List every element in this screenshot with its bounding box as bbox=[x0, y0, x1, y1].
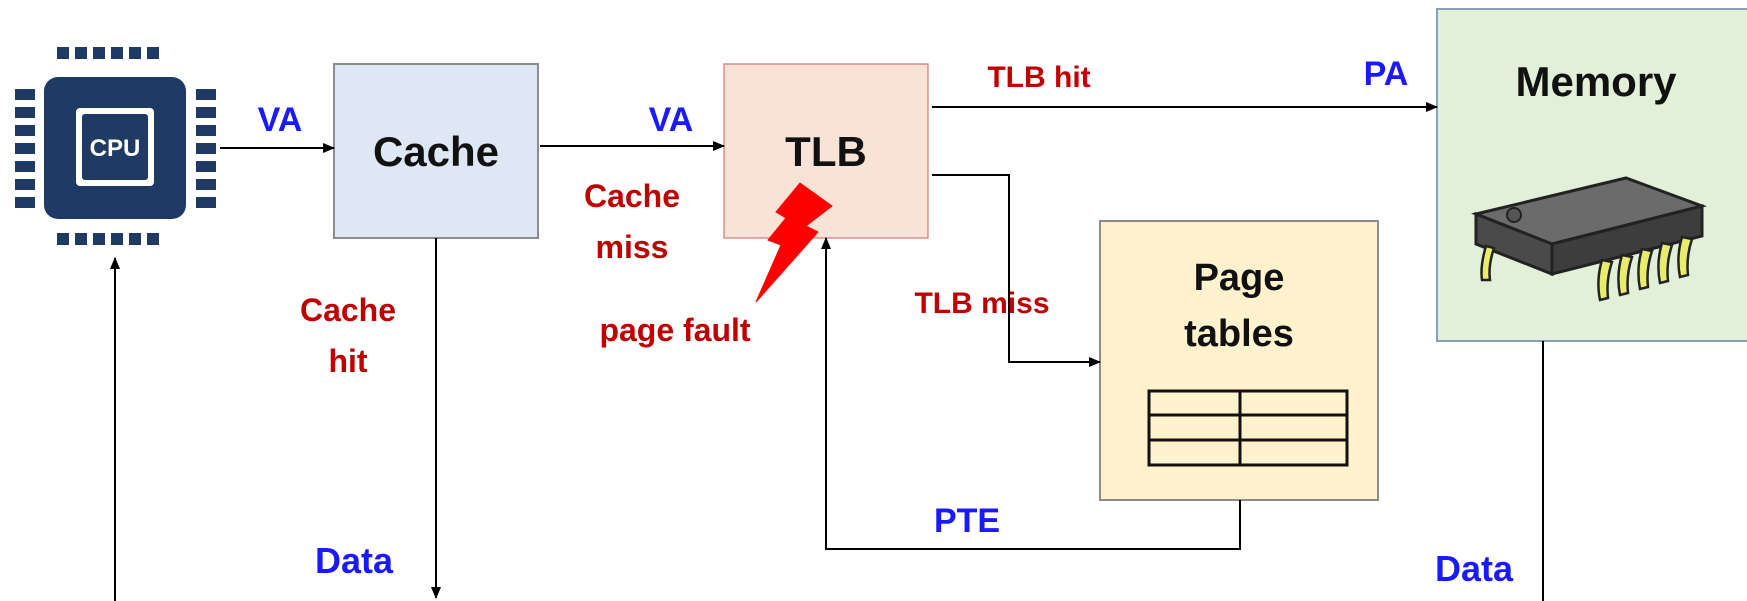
memory-box bbox=[1436, 8, 1747, 342]
tlb-miss-label: TLB miss bbox=[914, 287, 1049, 320]
arrow-page-tables-to-tlb bbox=[821, 237, 1241, 550]
page-fault-label: page fault bbox=[599, 312, 750, 348]
memory-label: Memory bbox=[1515, 58, 1677, 105]
lightning-bolt-icon bbox=[755, 182, 833, 303]
va-label-cpu-cache: VA bbox=[258, 101, 303, 139]
tlb-label: TLB bbox=[785, 128, 867, 175]
cache-hit-label-line2: hit bbox=[328, 343, 367, 379]
page-tables-label-line1: Page bbox=[1194, 257, 1285, 299]
pte-label: PTE bbox=[934, 502, 1000, 540]
cache-label: Cache bbox=[373, 128, 499, 175]
va-label-cache-tlb: VA bbox=[649, 101, 694, 139]
connectors bbox=[110, 102, 1544, 601]
cache-miss-label-line1: Cache bbox=[584, 178, 680, 214]
cache-hit-label-line1: Cache bbox=[300, 292, 396, 328]
page-tables-label-line2: tables bbox=[1184, 313, 1294, 355]
tlb-hit-label: TLB hit bbox=[987, 61, 1090, 94]
arrow-tlb-to-page-tables bbox=[932, 174, 1101, 367]
data-label-memory: Data bbox=[1435, 548, 1514, 589]
cpu-chip-icon bbox=[15, 47, 216, 245]
pa-label: PA bbox=[1364, 55, 1409, 93]
memory-chip-icon bbox=[1471, 176, 1708, 302]
cpu-label: CPU bbox=[90, 135, 141, 162]
data-label-cache: Data bbox=[315, 540, 394, 581]
cache-box bbox=[333, 63, 539, 239]
cache-miss-label-line2: miss bbox=[596, 229, 669, 265]
table-grid-icon bbox=[1147, 389, 1349, 467]
